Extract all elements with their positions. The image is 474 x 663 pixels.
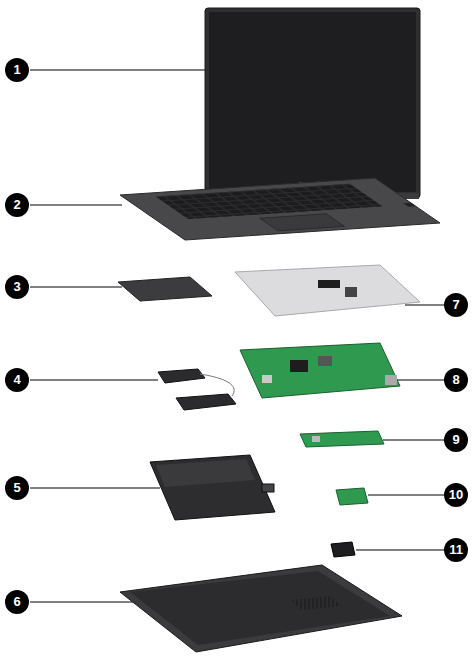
top-cover — [120, 178, 440, 240]
wlan-module — [336, 488, 368, 505]
bottom-base — [120, 565, 402, 652]
callout-number: 10 — [444, 483, 468, 507]
display-assembly — [205, 8, 420, 209]
callout-number: 7 — [444, 293, 468, 317]
callout-number: 11 — [444, 538, 468, 562]
callout-number: 1 — [5, 58, 29, 82]
heat-sink — [235, 265, 420, 316]
callout-number: 5 — [5, 476, 29, 500]
callout-number: 6 — [5, 590, 29, 614]
callout-number: 9 — [444, 428, 468, 452]
system-board — [240, 343, 400, 398]
speakers — [158, 369, 236, 410]
touchpad — [118, 277, 212, 301]
solid-state-drive — [331, 542, 355, 557]
callout-number: 3 — [5, 275, 29, 299]
battery — [150, 455, 275, 520]
callout-number: 4 — [5, 368, 29, 392]
callout-number: 2 — [5, 193, 29, 217]
callout-number: 8 — [444, 368, 468, 392]
io-board — [300, 431, 384, 447]
